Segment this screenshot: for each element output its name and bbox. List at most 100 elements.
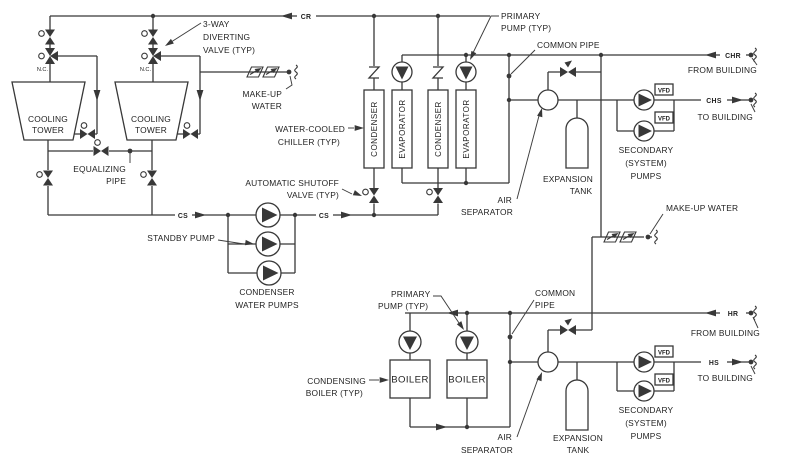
water-cooled-chiller-label: WATER-COOLED xyxy=(275,124,345,134)
backflow-preventer-icon xyxy=(603,231,621,243)
air-separator-top-label: AIR xyxy=(497,195,512,205)
three-way-diverting-valve-icon xyxy=(141,47,162,65)
boilers: BOILER BOILER xyxy=(389,330,488,399)
vfd-box xyxy=(654,83,674,96)
to-building-bottom-label: TO BUILDING xyxy=(697,373,753,383)
water-cooled-chiller-2: CONDENSER EVAPORATOR xyxy=(427,89,477,169)
secondary-pumps-bottom-label3: PUMPS xyxy=(631,431,662,441)
expansion-tank-icon xyxy=(565,117,589,169)
evaporator-label: EVAPORATOR xyxy=(398,99,407,158)
air-separator-bottom-label2: SEPARATOR xyxy=(461,445,513,455)
vfd-label: VFD xyxy=(658,89,671,95)
secondary-pumps-top-label2: (SYSTEM) xyxy=(625,158,667,168)
leader-lines xyxy=(129,15,759,438)
three-way-valve-label2: DIVERTING xyxy=(203,32,250,42)
air-separator-icon xyxy=(537,351,559,373)
cooling-tower-1-label2: TOWER xyxy=(32,125,64,135)
pipe-break-icon xyxy=(654,229,658,245)
nc-label: N.C. xyxy=(140,67,152,73)
secondary-pumps-bottom-label: SECONDARY xyxy=(619,405,674,415)
condensing-boiler-label2: BOILER (TYP) xyxy=(306,388,363,398)
three-way-valve-label: 3-WAY xyxy=(203,19,230,29)
boiler-label: BOILER xyxy=(448,375,486,386)
expansion-tank-top-label2: TANK xyxy=(570,186,593,196)
primary-pump-top-label2: PUMP (TYP) xyxy=(501,23,551,33)
backflow-preventer-icon xyxy=(246,66,264,78)
boiler-box xyxy=(389,359,431,399)
automatic-shutoff-valve-label2: VALVE (TYP) xyxy=(287,190,339,200)
to-building-top-label: TO BUILDING xyxy=(697,112,753,122)
condenser-label: CONDENSER xyxy=(434,101,443,157)
common-pipe-bottom-label2: PIPE xyxy=(535,300,555,310)
boiler-label: BOILER xyxy=(391,375,429,386)
three-way-valve-label3: VALVE (TYP) xyxy=(203,45,255,55)
shutoff-valve-icon xyxy=(141,28,159,46)
from-building-top-label: FROM BUILDING xyxy=(688,65,757,75)
shutoff-valve-icon xyxy=(38,28,56,46)
secondary-pumps-top-label: SECONDARY xyxy=(619,145,674,155)
bypass-balancing-valve-icon xyxy=(560,318,576,335)
vfd-box xyxy=(654,373,674,386)
cooling-tower-2-label2: TOWER xyxy=(135,125,167,135)
water-cooled-chiller-1: CONDENSER EVAPORATOR xyxy=(363,89,413,169)
expansion-tank-icon xyxy=(565,379,589,431)
air-separator-icon xyxy=(537,89,559,111)
cooling-tower-1-label: COOLING xyxy=(28,114,68,124)
primary-pump-bottom-label2: PUMP (TYP) xyxy=(378,301,428,311)
equalizing-valve-icon xyxy=(92,139,110,157)
vfd-label: VFD xyxy=(658,117,671,123)
nc-label: N.C. xyxy=(37,67,49,73)
hr-tag: HR xyxy=(728,311,739,318)
cr-tag: CR xyxy=(301,14,312,21)
pipe-break-icon xyxy=(753,92,757,108)
backflow-preventer-icon xyxy=(619,231,637,243)
chw-secondary-pumps: VFD VFD xyxy=(633,83,674,142)
cooling-tower-1: COOLING TOWER xyxy=(11,81,86,141)
backflow-preventer-icon xyxy=(262,66,280,78)
tower-bypass-valve-icon xyxy=(182,122,199,140)
vfd-label: VFD xyxy=(658,351,671,357)
pipe-break-icon xyxy=(753,47,757,63)
chr-tag: CHR xyxy=(725,53,741,60)
equalizing-pipe-label: EQUALIZING xyxy=(73,164,126,174)
primary-pump-top-label: PRIMARY xyxy=(501,11,541,21)
junction-dots xyxy=(127,13,754,430)
tower-bypass-valve-icon xyxy=(79,122,96,140)
vfd-box xyxy=(654,111,674,124)
pipe-tags: CR CS CS CHR CHS HR HS xyxy=(178,14,741,367)
expansion-tank-top-label: EXPANSION xyxy=(543,174,593,184)
expansion-tank-bottom-label2: TANK xyxy=(567,445,590,455)
air-separator-top-label2: SEPARATOR xyxy=(461,207,513,217)
standby-pump-label: STANDBY PUMP xyxy=(147,233,215,243)
evaporator-label: EVAPORATOR xyxy=(462,99,471,158)
air-separator-bottom-label: AIR xyxy=(497,432,512,442)
condenser-water-pumps-label: CONDENSER xyxy=(239,287,294,297)
make-up-water-bottom-label: MAKE-UP WATER xyxy=(666,203,738,213)
three-way-diverting-valve-icon xyxy=(38,47,59,65)
equalizing-pipe-label2: PIPE xyxy=(106,176,126,186)
condenser-label: CONDENSER xyxy=(370,101,379,157)
condenser-water-pumps-label2: WATER PUMPS xyxy=(235,300,299,310)
chw-primary-pumps xyxy=(391,61,477,83)
hs-tag: HS xyxy=(709,360,719,367)
automatic-shutoff-valve-icon xyxy=(426,187,444,204)
secondary-pumps-top-label3: PUMPS xyxy=(631,171,662,181)
make-up-water-top-label: MAKE-UP xyxy=(242,89,282,99)
common-pipe-bottom-label: COMMON xyxy=(535,288,575,298)
pipe-break-icon xyxy=(753,354,757,370)
secondary-pumps-bottom-label2: (SYSTEM) xyxy=(625,418,667,428)
primary-pump-bottom-label: PRIMARY xyxy=(391,289,431,299)
vfd-box xyxy=(654,345,674,358)
annotations: 3-WAY DIVERTING VALVE (TYP) N.C. N.C. MA… xyxy=(37,11,760,455)
common-pipe-top-label: COMMON PIPE xyxy=(537,40,600,50)
condenser-water-pumps xyxy=(255,202,282,286)
condensing-boiler-label: CONDENSING xyxy=(307,376,366,386)
automatic-shutoff-valve-icon xyxy=(362,187,380,204)
water-cooled-chiller-label2: CHILLER (TYP) xyxy=(278,137,340,147)
boiler-box xyxy=(446,359,488,399)
cooling-tower-2-label: COOLING xyxy=(131,114,171,124)
pipe-break-icon xyxy=(294,64,298,80)
vfd-label: VFD xyxy=(658,379,671,385)
